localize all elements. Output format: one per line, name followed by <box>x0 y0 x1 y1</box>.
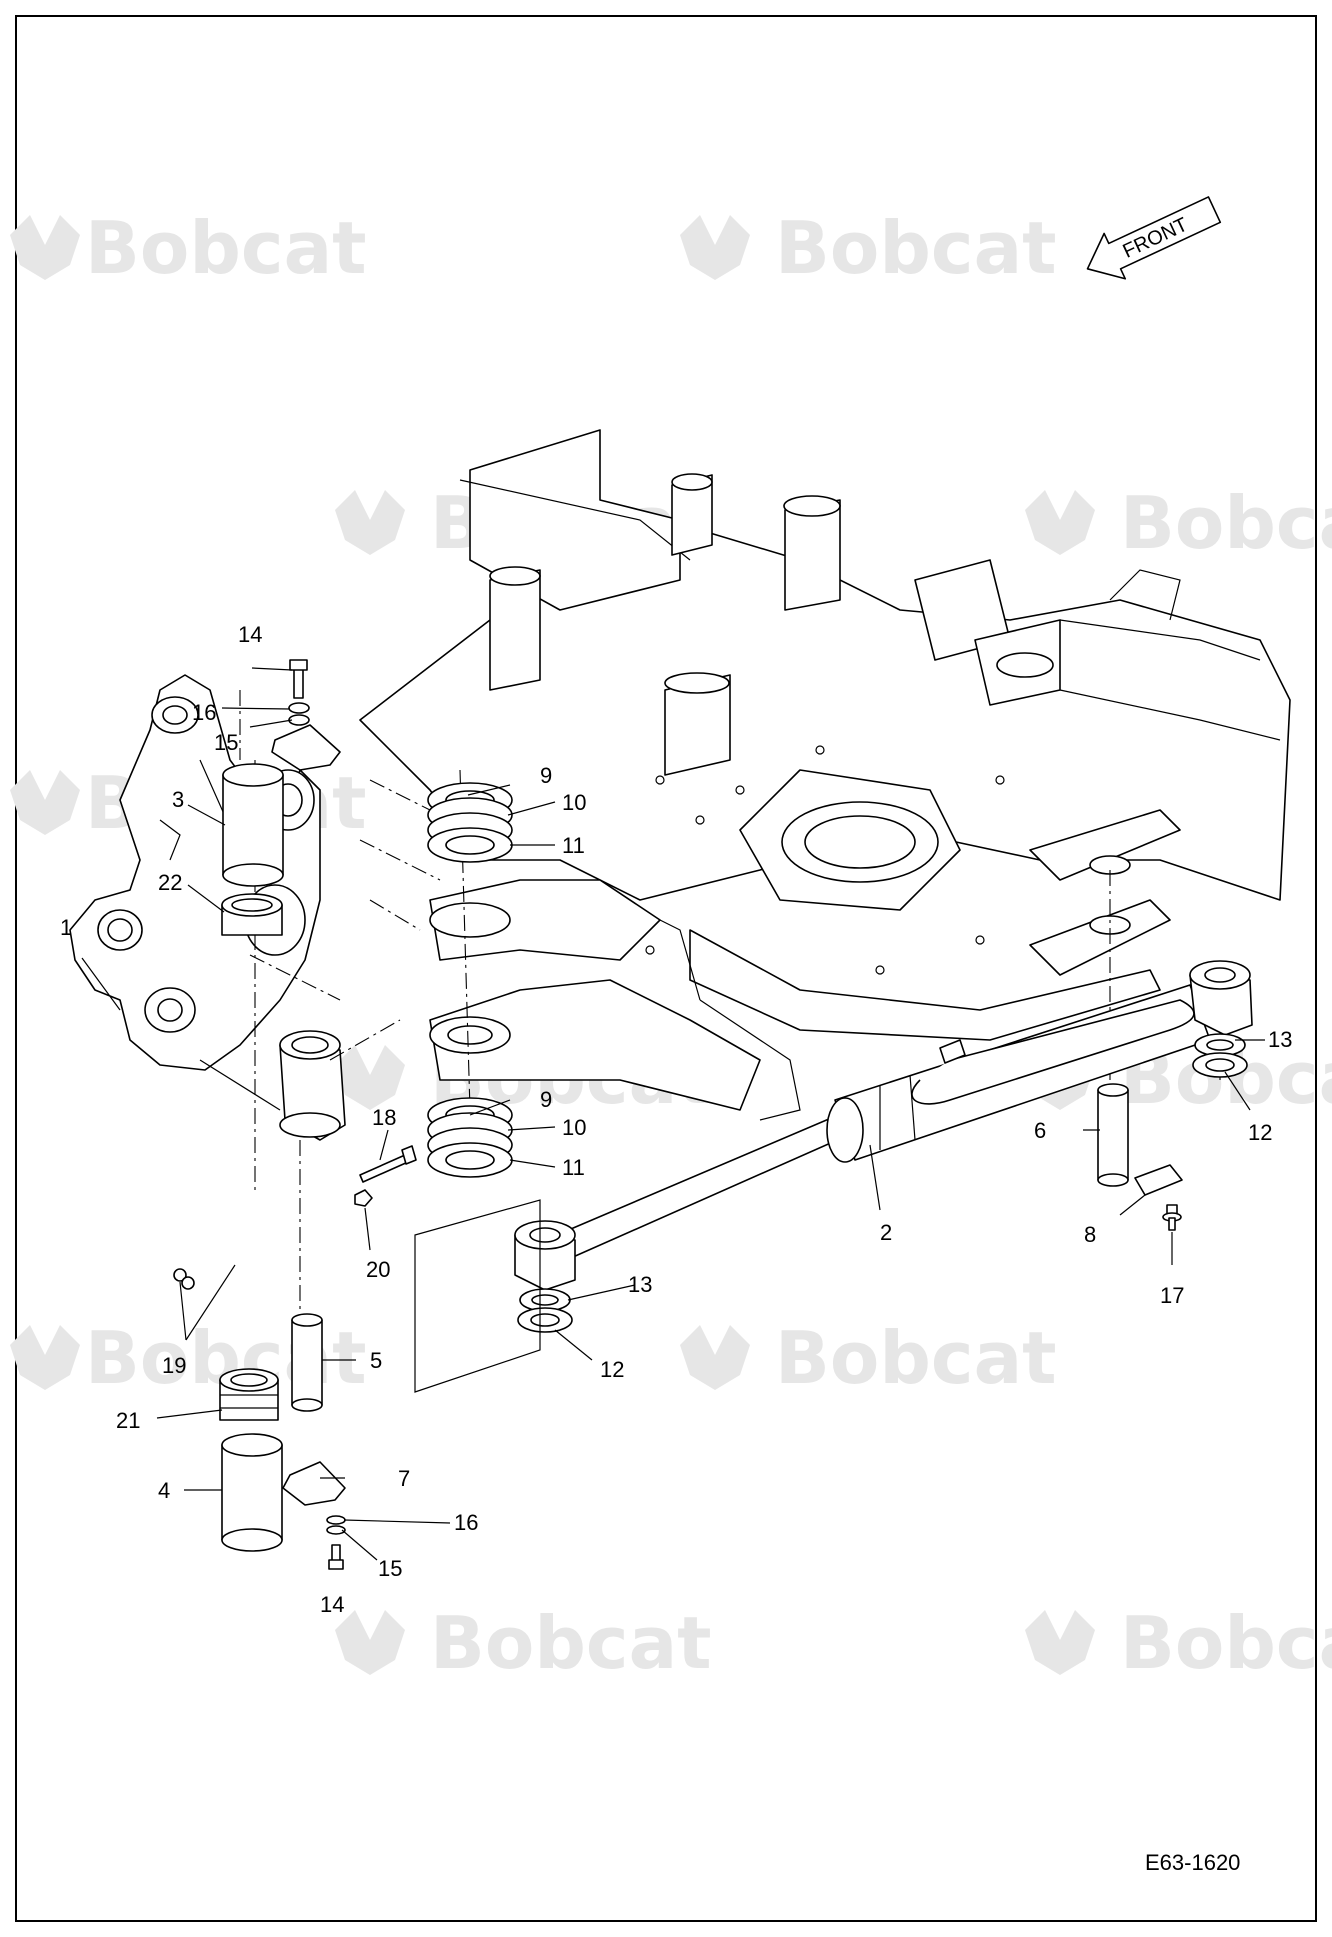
callout-16-bottom: 16 <box>454 1510 478 1535</box>
callout-labels: 1 2 3 4 5 6 7 8 9 9 10 10 11 11 12 12 13… <box>60 622 1292 1617</box>
callout-21: 21 <box>116 1408 140 1433</box>
callout-10-lower: 10 <box>562 1115 586 1140</box>
watermark-text: Bobcat <box>775 206 1057 290</box>
cylinder-hydraulic-tube <box>911 999 1195 1105</box>
bobcat-logo-icon <box>1025 1610 1095 1675</box>
retainer-plate-8 <box>1134 1164 1183 1196</box>
watermark: Bobcat <box>680 206 1057 290</box>
shim-stack-lower <box>427 1097 513 1178</box>
seal-21 <box>219 1368 279 1421</box>
watermark: Bobcat <box>680 1316 1057 1400</box>
bobcat-logo-icon <box>680 215 750 280</box>
retainer-plate-top <box>271 724 341 771</box>
watermark-text: Bobcat <box>1120 1601 1332 1685</box>
watermark-text: Bobcat <box>430 1601 712 1685</box>
grease-fitting <box>173 1268 187 1282</box>
cylinder-rod <box>544 1109 861 1266</box>
pin-6 <box>1097 1083 1129 1187</box>
lock-washer-bottom <box>326 1525 346 1535</box>
bobcat-logo-icon <box>10 215 80 280</box>
callout-4: 4 <box>158 1478 170 1503</box>
callout-14-top: 14 <box>238 622 262 647</box>
callout-7: 7 <box>398 1466 410 1491</box>
watermark-text: Bobcat <box>775 1316 1057 1400</box>
washer-top <box>288 702 310 714</box>
swing-bracket <box>69 674 346 1141</box>
watermark-text: Bobcat <box>85 206 367 290</box>
drawing-frame <box>15 15 1317 1922</box>
nut-20 <box>354 1189 373 1207</box>
callout-8: 8 <box>1084 1222 1096 1247</box>
watermark-text: Bobcat <box>1120 481 1332 565</box>
callout-3: 3 <box>172 787 184 812</box>
retainer-plate-lower <box>282 1461 346 1506</box>
callout-15-bottom: 15 <box>378 1556 402 1581</box>
callout-19: 19 <box>162 1353 186 1378</box>
arrow-left-icon <box>1086 196 1222 280</box>
pivot-pin-upper <box>222 763 284 887</box>
bobcat-logo-icon <box>335 490 405 555</box>
drawing-code: E63-1620 <box>1145 1850 1240 1875</box>
callout-13-rod: 13 <box>628 1272 652 1297</box>
cylinder-mount-plate <box>1029 809 1181 881</box>
pin-5 <box>291 1313 323 1412</box>
bobcat-logo-icon <box>1025 490 1095 555</box>
bolt-bottom <box>328 1544 344 1570</box>
head-end-washers <box>1192 1033 1248 1078</box>
watermark: Bobcat <box>1025 1601 1332 1685</box>
callout-2: 2 <box>880 1220 892 1245</box>
bobcat-logo-icon <box>10 1325 80 1390</box>
callout-22: 22 <box>158 870 182 895</box>
watermark: Bobcat <box>10 206 367 290</box>
bolt-top <box>289 659 308 699</box>
callout-5: 5 <box>370 1348 382 1373</box>
callout-10-upper: 10 <box>562 790 586 815</box>
callout-12-head: 12 <box>1248 1120 1272 1145</box>
callout-20: 20 <box>366 1257 390 1282</box>
bobcat-logo-icon <box>10 770 80 835</box>
front-direction-arrow: FRONT <box>1086 196 1222 280</box>
grease-fitting <box>181 1276 195 1290</box>
pivot-pin-lower <box>221 1433 283 1552</box>
washer-bottom <box>326 1515 346 1525</box>
callout-12-rod: 12 <box>600 1357 624 1382</box>
callout-13-head: 13 <box>1268 1027 1292 1052</box>
swing-bracket-upper-arm <box>429 879 661 961</box>
callout-17: 17 <box>1160 1283 1184 1308</box>
frame-post <box>489 569 541 691</box>
cylinder-mount-plate <box>1029 899 1171 976</box>
callout-11-upper: 11 <box>562 833 585 858</box>
front-beam <box>689 929 1161 1041</box>
callout-9-upper: 9 <box>540 763 552 788</box>
bolt-long <box>359 1145 417 1183</box>
swing-bracket-body <box>69 674 321 1071</box>
callout-1: 1 <box>60 915 72 940</box>
watermark: Bobcat <box>1025 481 1332 565</box>
swing-cylinder <box>514 960 1253 1291</box>
callout-15-top: 15 <box>214 730 238 755</box>
callout-11-lower: 11 <box>562 1155 585 1180</box>
rod-end-washers <box>517 1288 573 1333</box>
watermark: Bobcat <box>335 1601 712 1685</box>
assembly-bracket <box>414 1199 541 1393</box>
bobcat-logo-icon <box>680 1325 750 1390</box>
upper-frame <box>359 429 1291 1121</box>
callout-18: 18 <box>372 1105 396 1130</box>
callout-16-top: 16 <box>192 700 216 725</box>
swing-bracket-lower-arm <box>429 979 761 1111</box>
bolt-17 <box>1162 1204 1182 1231</box>
callout-9-lower: 9 <box>540 1087 552 1112</box>
bobcat-logo-icon <box>335 1610 405 1675</box>
shim-stack-upper <box>427 782 513 863</box>
leader-lines <box>81 667 1265 1561</box>
bushing-upper <box>221 893 283 936</box>
callout-14-bottom: 14 <box>320 1592 344 1617</box>
bobcat-logo-icon <box>335 1045 405 1110</box>
callout-6: 6 <box>1034 1118 1046 1143</box>
